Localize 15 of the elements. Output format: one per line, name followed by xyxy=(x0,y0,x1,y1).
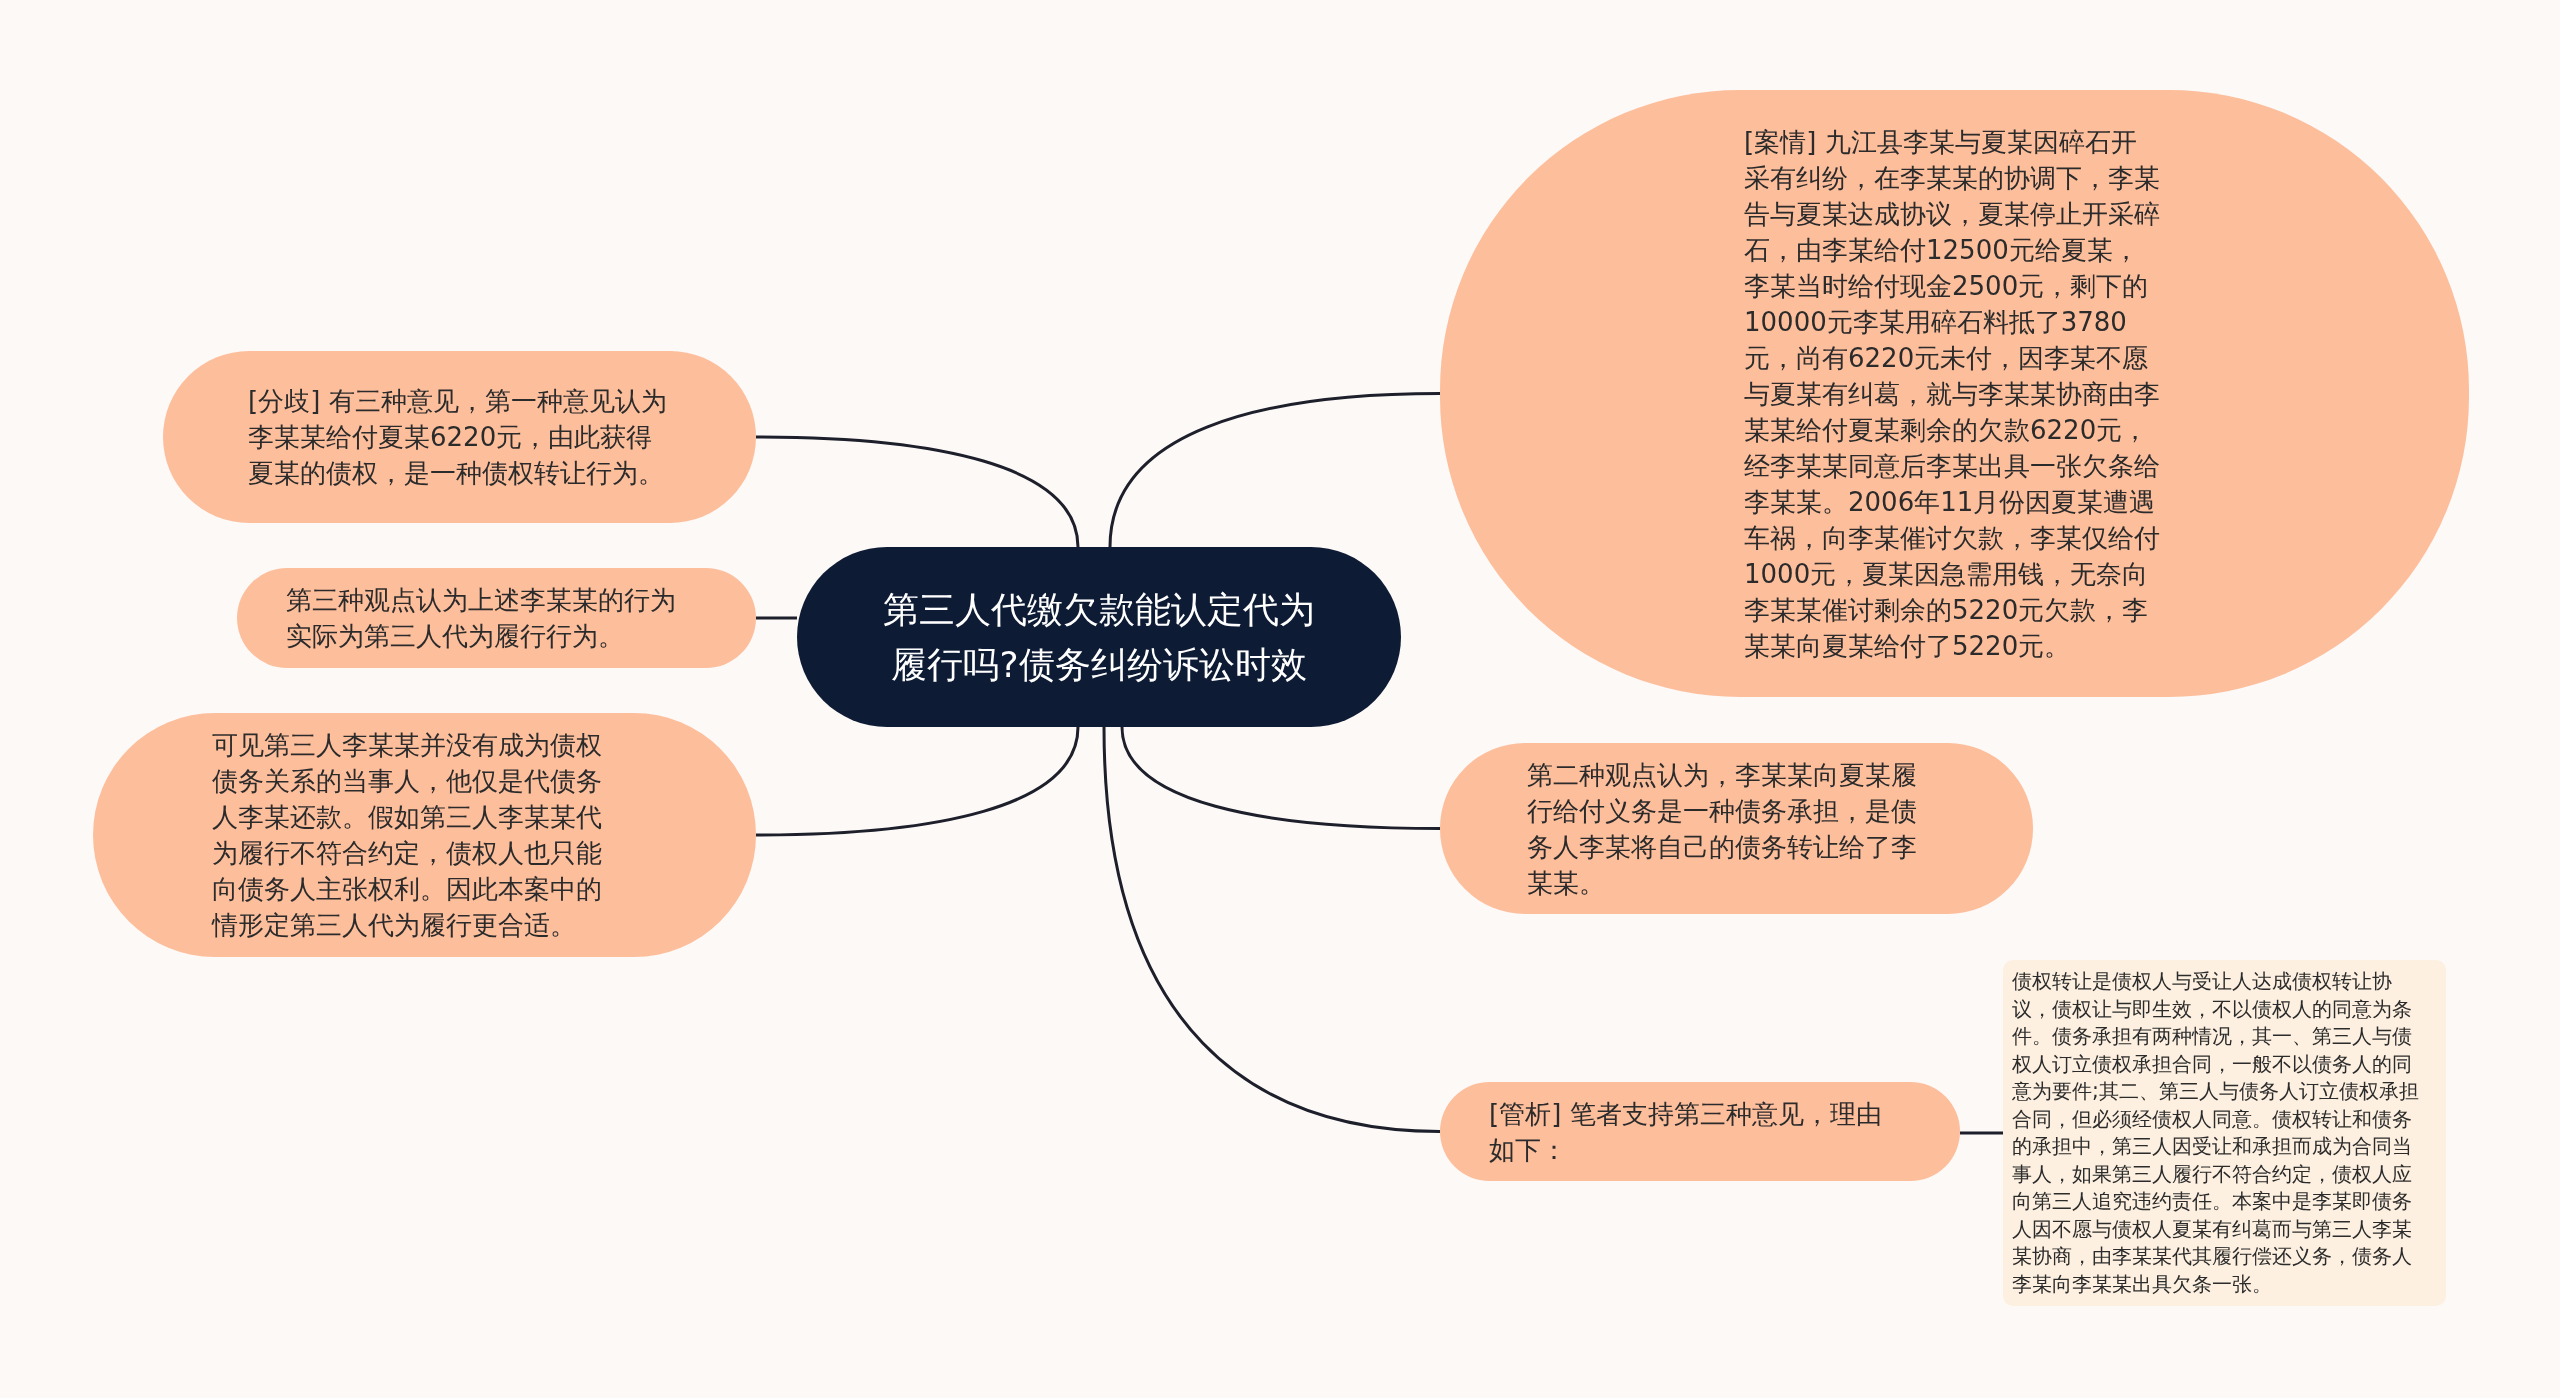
connector-line xyxy=(1108,392,1441,548)
central-topic-text: 第三人代缴欠款能认定代为履行吗?债务纠纷诉讼时效 xyxy=(882,588,1316,687)
topic-text: [管析] 笔者支持第三种意见，理由如下： xyxy=(1489,1097,1883,1167)
topic-text: [分歧] 有三种意见，第一种意见认为李某某给付夏某6220元，由此获得夏某的债权，是一种债权转让行为。 xyxy=(248,385,668,490)
connector-line xyxy=(1960,1131,2003,1135)
topic-text: 可见第三人李某某并没有成为债权债务关系的当事人，他仅是代债务人李某还款。假如第三人李某某代为履行不符合约定，债权人也只能向债务人主张权利。因此本案中的情形定第三人代为履行更合适。 xyxy=(212,729,603,942)
connector-line xyxy=(1102,726,1441,1133)
note-text: 债权转让是债权人与受让人达成债权转让协议，债权让与即生效，不以债权人的同意为条件。债务承担有两种情况，其一、第三人与债权人订立债权承担合同，一般不以债务人的同意为要件;其二、第三人与债务人订立债权承担合同，但必须经债权人同意。债权转让和债务的承担中，第三人因受让和承担而成为合同当事人，如果第三人履行不符合约定，债权人应向第三人追究违约责任。本案中是李某即债务人因不愿与债权人夏某有纠葛而与第三人李某某协商，由李某某代其履行偿还义务，债务人李某向李某某出具欠条一张。 xyxy=(2012,968,2420,1298)
topic-text: 第三种观点认为上述李某某的行为实际为第三人代为履行行为。 xyxy=(286,584,677,653)
connector-line xyxy=(756,726,1080,837)
connector-line xyxy=(1120,726,1440,830)
connector-line xyxy=(756,616,797,620)
topic-text: 第二种观点认为，李某某向夏某履行给付义务是一种债务承担，是债务人李某将自己的债务转让给了李某某。 xyxy=(1527,758,1918,900)
connector-line xyxy=(756,435,1080,548)
topic-text: [案情] 九江县李某与夏某因碎石开采有纠纷，在李某某的协调下，李某告与夏某达成协议，夏某停止开采碎石，由李某给付12500元给夏某，李某当时给付现金2500元，剩下的10000元李某用碎石料抵了3780元，尚有6220元未付，因李某不愿与夏某有纠葛，就与李某某协商由李某某给付夏某剩余的欠款6220元，经李某某同意后李某出具一张欠条给李某某。2006年11月份因夏某遭遇车祸，向李某催讨欠款，李某仅给付1000元，夏某因急需用钱，无奈向李某某催讨剩余的5220元欠款，李某某向夏某给付了5220元。 xyxy=(1744,125,2161,663)
